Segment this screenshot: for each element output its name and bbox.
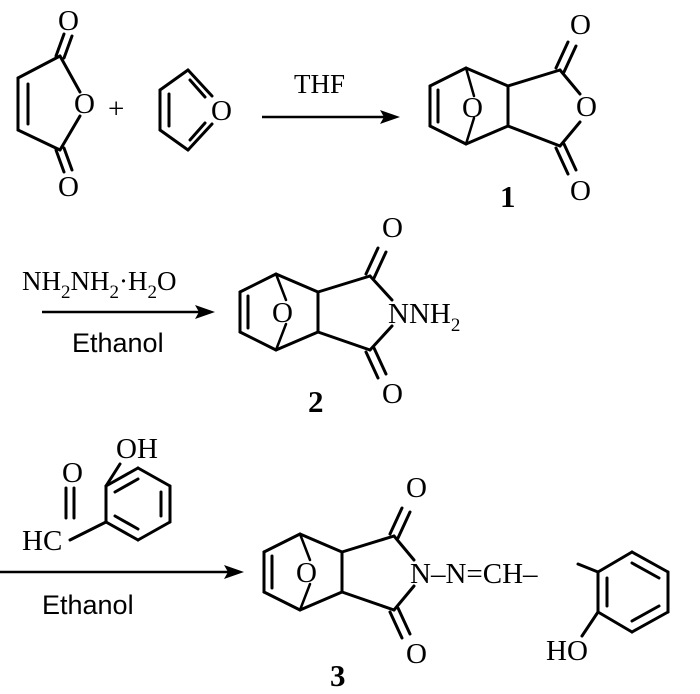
step2-reagent: NH2NH2·H2O	[22, 266, 177, 303]
atom-o-ring-1: O	[576, 91, 597, 123]
atom-o-aldehyde: O	[62, 457, 83, 489]
atom-o-top: O	[58, 5, 79, 37]
arrow-step-3: Ethanol	[0, 565, 244, 620]
compound-1: O O O O 1	[428, 9, 597, 214]
atom-o-bottom-2: O	[382, 378, 403, 410]
atom-o-bridge-1: O	[462, 92, 483, 124]
atom-o-bottom: O	[58, 171, 79, 203]
atom-o-bridge-2: O	[272, 297, 293, 329]
step1-solvent: THF	[294, 69, 345, 99]
step3-solvent: Ethanol	[42, 590, 134, 620]
atom-o-bottom-1: O	[570, 175, 591, 207]
arrow-step-1: THF	[262, 69, 400, 124]
ho-group: HO	[546, 635, 588, 667]
nnh2-group: NNH2	[388, 298, 460, 336]
step2-solvent: Ethanol	[72, 328, 164, 358]
atom-o-bottom-3: O	[406, 638, 427, 670]
compound-2: O O O NNH2 2	[238, 212, 460, 419]
salicylaldehyde: O HC OH	[22, 433, 172, 557]
compound-label-2: 2	[308, 384, 324, 419]
arrow-step-2: NH2NH2·H2O Ethanol	[22, 266, 215, 358]
atom-o-furan: O	[211, 95, 232, 127]
atom-o-top-3: O	[406, 472, 427, 504]
maleic-anhydride: O O O	[16, 5, 95, 203]
atom-o-top-2: O	[382, 212, 403, 244]
compound-label-1: 1	[500, 179, 516, 214]
furan: O	[158, 68, 232, 152]
atom-o-top-1: O	[570, 9, 591, 41]
plus-sign: +	[108, 93, 124, 125]
imine-linkage: N–N=CH–	[410, 558, 538, 590]
atom-o-ring: O	[74, 88, 95, 120]
hc-group: HC	[22, 525, 62, 557]
atom-o-bridge-3: O	[296, 557, 317, 589]
compound-label-3: 3	[330, 658, 346, 693]
oh-group: OH	[116, 433, 158, 465]
compound-3: O O O N–N=CH– HO 3	[262, 472, 670, 693]
